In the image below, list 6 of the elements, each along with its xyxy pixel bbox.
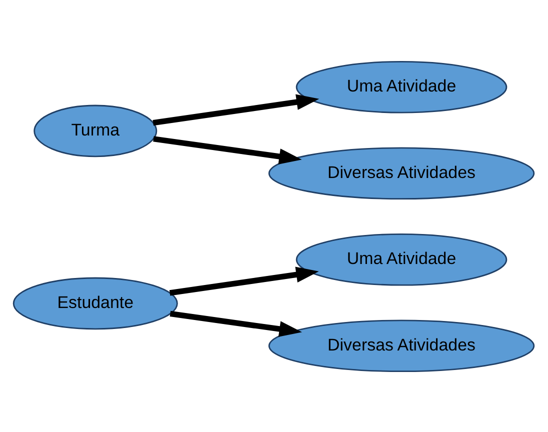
node-ellipse: Turma bbox=[34, 104, 158, 157]
node-ellipse: Estudante bbox=[12, 276, 178, 330]
arrow bbox=[169, 266, 319, 296]
arrow bbox=[170, 310, 302, 336]
arrow bbox=[153, 136, 302, 164]
arrow bbox=[152, 94, 320, 126]
